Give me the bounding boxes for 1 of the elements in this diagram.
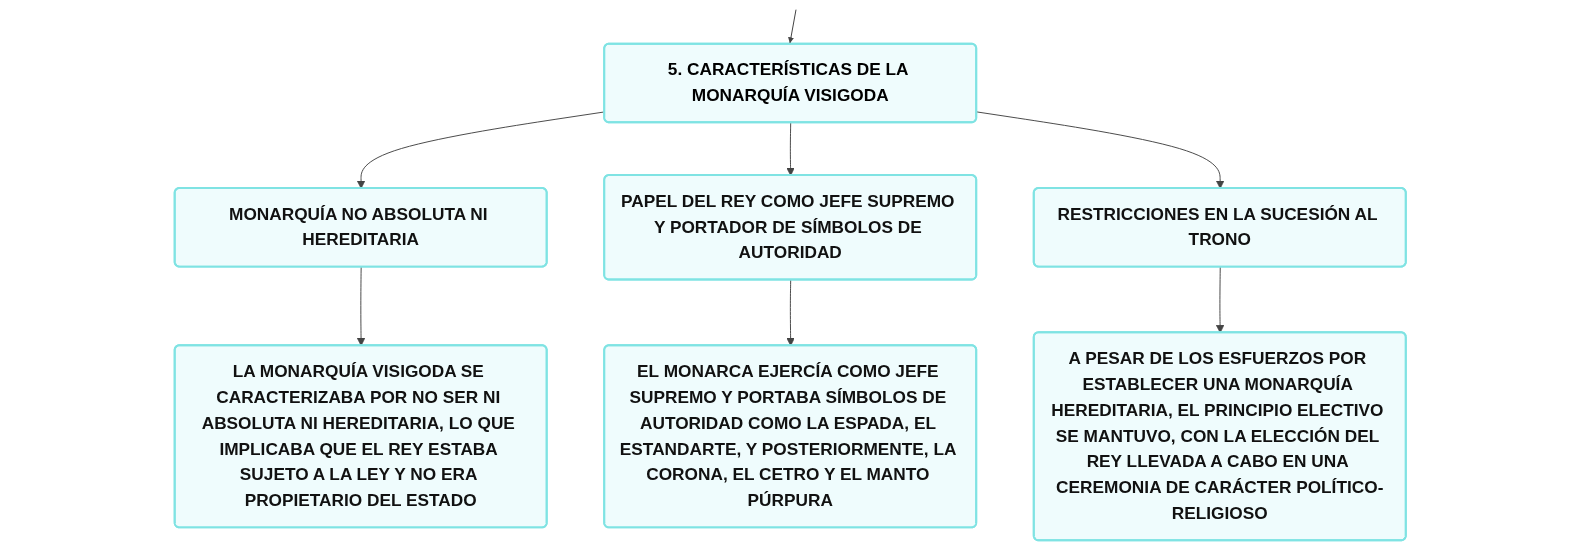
arrow: [788, 9, 797, 44]
